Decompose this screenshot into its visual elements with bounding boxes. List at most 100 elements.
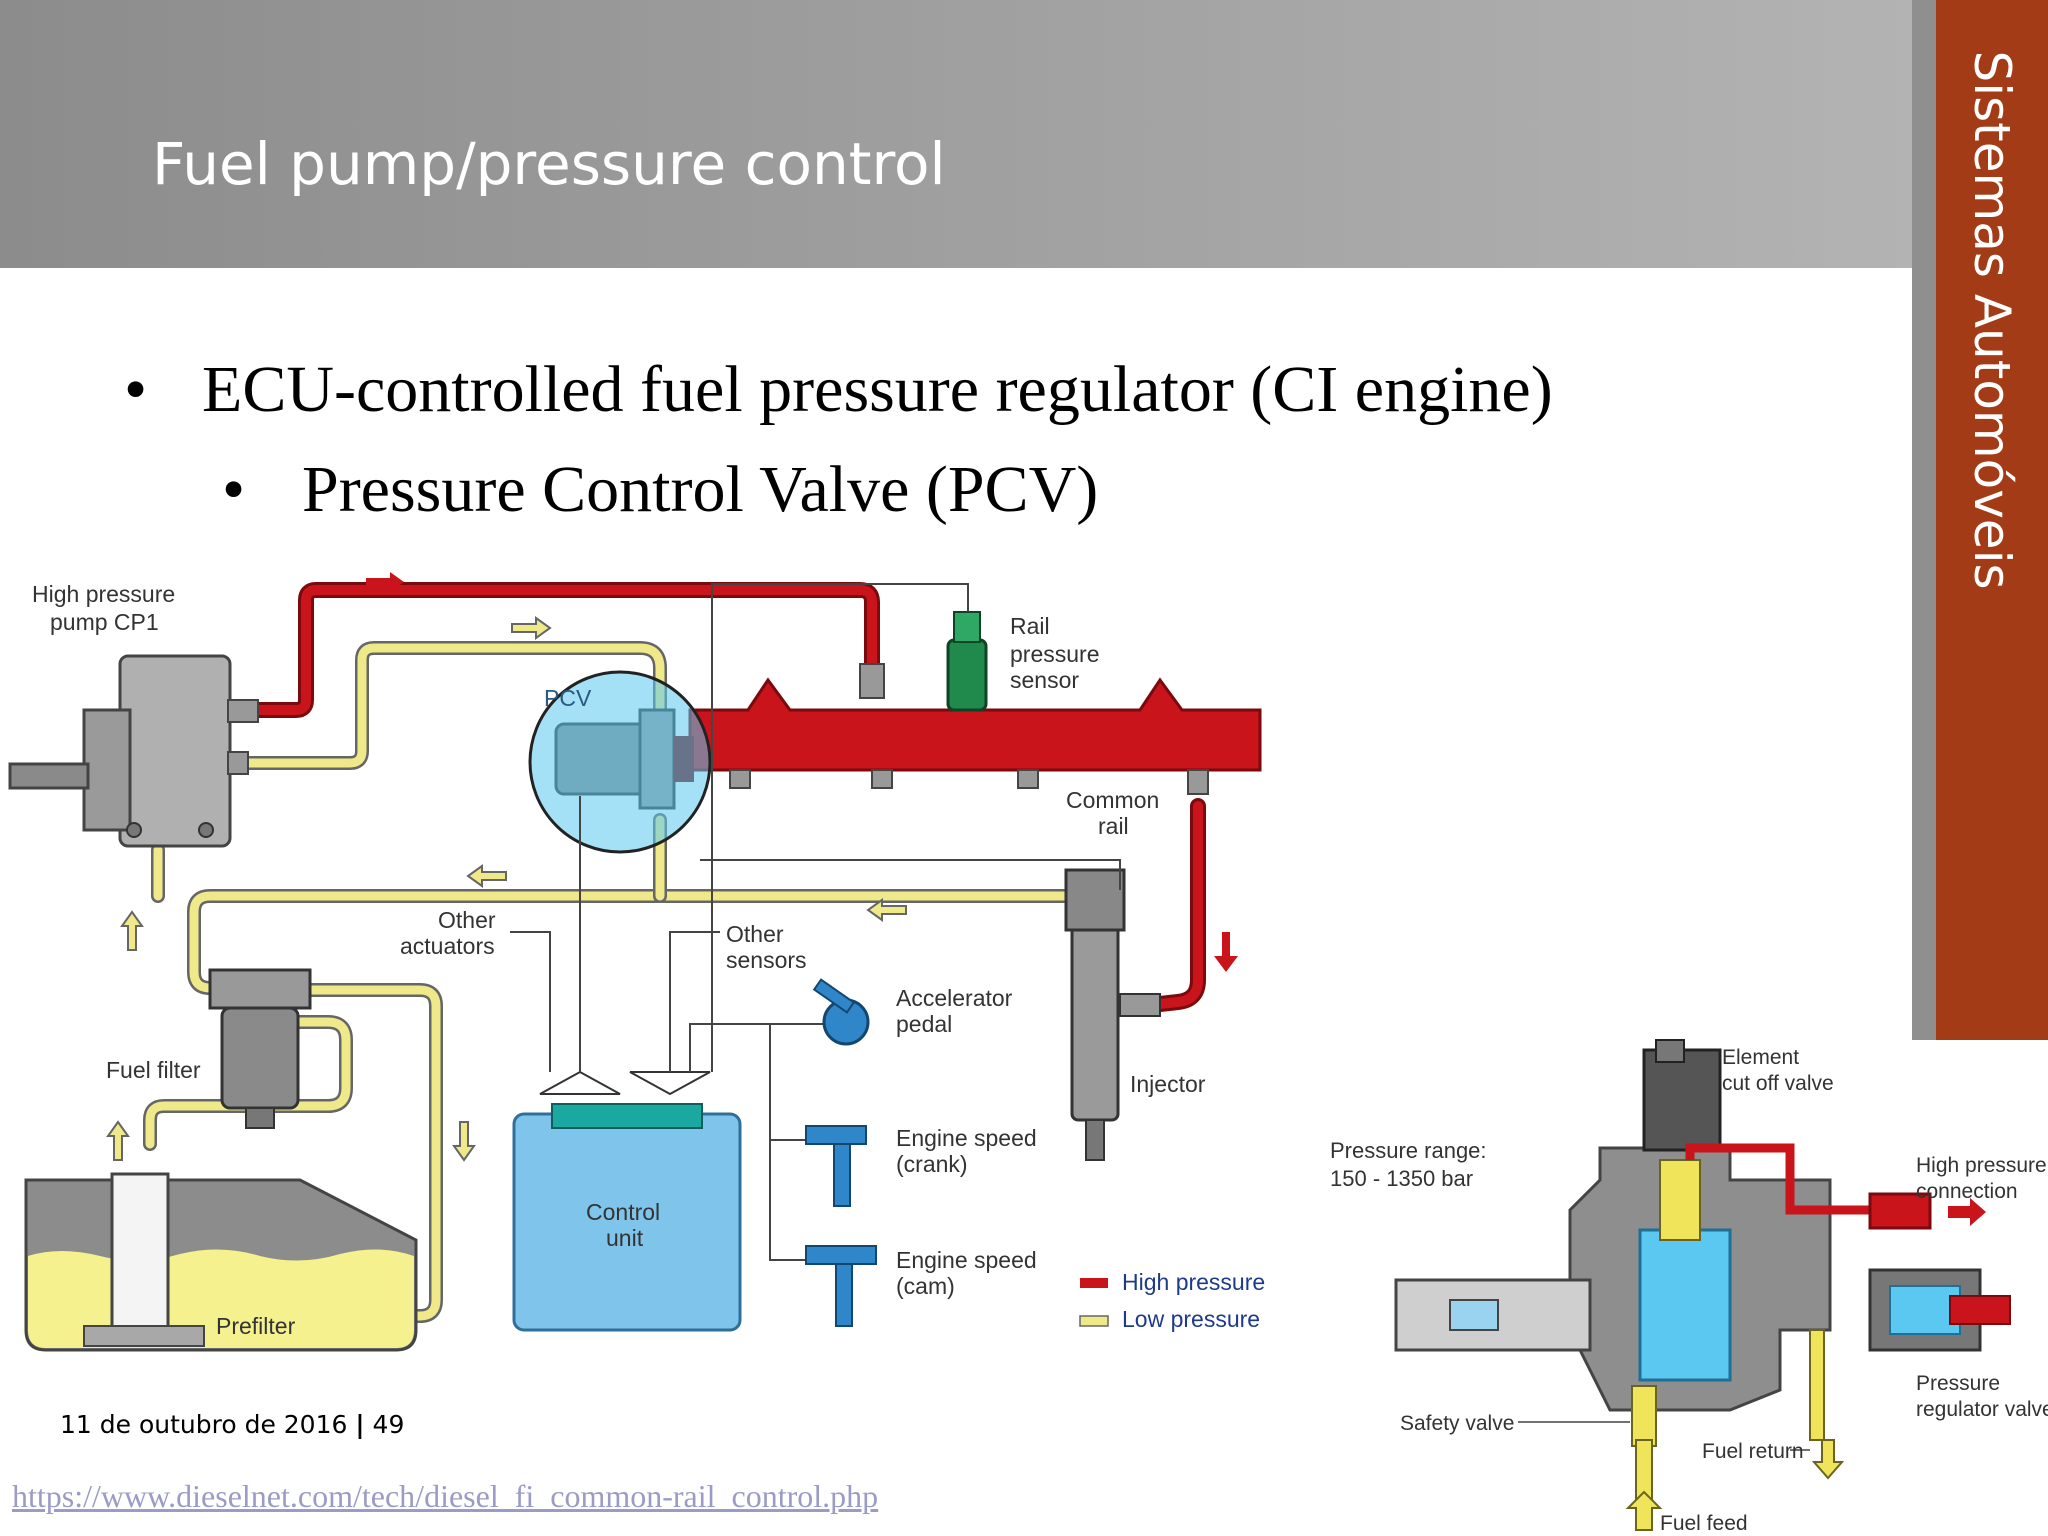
label-element-cutoff-1: Element — [1722, 1046, 1799, 1069]
pump-front-plate — [82, 708, 132, 832]
label-fuel-feed: Fuel feed — [1660, 1512, 1748, 1535]
rail-fitting-3 — [1017, 769, 1039, 789]
pump-bolt-2 — [198, 822, 214, 838]
rail-top-fitting — [859, 663, 885, 699]
label-pressure-range-1: Pressure range: — [1330, 1138, 1487, 1163]
accelerator-pedal-arm — [812, 978, 856, 1014]
pump-section-body — [1394, 1039, 2011, 1531]
rail-body — [688, 677, 1262, 772]
arrow-low-pressure-left-1 — [466, 864, 507, 888]
signal-wires — [510, 583, 1121, 1261]
label-hp-connection-1: High pressure — [1916, 1154, 2047, 1177]
side-bar — [1936, 0, 2048, 1040]
bullet-symbol: • — [124, 353, 148, 426]
pump-fitting-lp — [227, 751, 249, 775]
pump-element — [1638, 1228, 1732, 1382]
high-pressure-line-rail-injector — [1152, 798, 1206, 1012]
pump-fitting-hp — [227, 699, 259, 723]
legend-label-high: High pressure — [1122, 1269, 1265, 1295]
label-rail-sensor-2: pressure — [1010, 641, 1099, 667]
slide-title: Fuel pump/pressure control — [152, 130, 946, 198]
pump-section-diagram: Element cut off valve Pressure range: 15… — [1330, 1039, 2048, 1535]
page-number: 49 — [372, 1410, 405, 1439]
common-rail-diagram: High pressure pump CP1 PCV Rail pressure… — [8, 572, 1265, 1352]
legend-swatch-high — [1080, 1278, 1108, 1288]
pump-plunger — [1659, 1159, 1701, 1241]
label-common-rail-1: Common — [1066, 787, 1159, 813]
label-hp-connection-2: connection — [1916, 1180, 2018, 1203]
arrow-high-pressure-down — [1214, 932, 1238, 972]
label-other-sensors-1: Other — [726, 921, 784, 947]
label-control-unit-1: Control — [586, 1199, 660, 1225]
injector-body — [1070, 918, 1120, 1122]
injector-head — [1064, 868, 1126, 932]
label-accelerator-2: pedal — [896, 1011, 952, 1037]
low-pressure-line-main-fill — [189, 891, 1095, 993]
prefilter-element — [83, 1325, 205, 1347]
sensors — [805, 978, 877, 1327]
label-pump-1: High pressure — [32, 581, 175, 607]
label-pcv: PCV — [544, 685, 592, 711]
bullet-text-1: ECU-controlled fuel pressure regulator (… — [202, 353, 1553, 426]
label-element-cutoff-2: cut off valve — [1722, 1072, 1834, 1095]
bullet-symbol: • — [222, 453, 246, 526]
wire-rail-sensor — [711, 583, 969, 1072]
cutoff-valve-top — [1655, 1039, 1685, 1063]
injector-nozzle — [1085, 1119, 1105, 1161]
prefilter-pump — [110, 1172, 170, 1336]
side-title: Sistemas Automóveis — [1963, 50, 2021, 590]
label-prefilter: Prefilter — [216, 1313, 296, 1339]
label-engine-cam-1: Engine speed — [896, 1247, 1037, 1273]
label-pressure-range-2: 150 - 1350 bar — [1330, 1166, 1473, 1191]
low-pressure-line-tank-filter-fill — [145, 1017, 351, 1149]
wire-cam — [769, 1140, 810, 1261]
low-pressure-line-return-upper-fill — [223, 643, 665, 768]
label-other-actuators-2: actuators — [400, 933, 495, 959]
source-link[interactable]: https://www.dieselnet.com/tech/diesel_fi… — [12, 1478, 879, 1514]
arrow-low-pressure-up — [120, 910, 144, 951]
label-pressure-regulator-2: regulator valve — [1916, 1398, 2048, 1421]
control-unit — [512, 1070, 742, 1332]
label-control-unit-2: unit — [606, 1225, 644, 1251]
label-engine-crank-2: (crank) — [896, 1151, 968, 1177]
crank-sensor-head — [805, 1125, 867, 1145]
rail-pressure-sensor — [946, 611, 988, 712]
side-bar-shadow — [1912, 0, 1936, 1040]
high-pressure-pump — [8, 654, 259, 848]
label-common-rail-2: rail — [1098, 813, 1129, 839]
filter-head — [208, 968, 312, 1010]
low-pressure-lines — [143, 641, 1097, 1323]
slide-date: 11 de outubro de 2016 — [60, 1410, 348, 1439]
cutoff-valve-housing — [1642, 1048, 1722, 1152]
wire-bus — [700, 859, 1121, 890]
fuel-tank — [24, 1172, 418, 1352]
wire-crank — [769, 1024, 810, 1141]
filter-cap — [245, 1107, 275, 1129]
label-rail-sensor-1: Rail — [1010, 613, 1050, 639]
rail-fitting-4 — [1187, 769, 1209, 795]
pump-shaft — [8, 762, 90, 790]
hp-passage — [1685, 1143, 1870, 1215]
fuel-filter — [208, 968, 312, 1129]
cam-sensor-head — [805, 1245, 877, 1265]
title-bar — [0, 0, 1912, 268]
filter-body — [220, 1006, 300, 1110]
hp-connection-arrow — [1948, 1198, 1986, 1226]
injector-inlet — [1119, 993, 1161, 1017]
bullet-item-2: • Pressure Control Valve (PCV) — [222, 452, 1098, 528]
safety-valve — [1631, 1385, 1657, 1447]
injector — [1064, 868, 1161, 1161]
rail-fitting-1 — [729, 769, 751, 789]
low-pressure-line-main — [187, 889, 1097, 995]
bullet-text-2: Pressure Control Valve (PCV) — [302, 453, 1099, 526]
common-rail — [688, 663, 1262, 795]
label-fuel-filter: Fuel filter — [106, 1057, 201, 1083]
legend-swatch-low — [1079, 1315, 1109, 1327]
legend-label-low: Low pressure — [1122, 1306, 1260, 1332]
arrow-low-pressure-left-2 — [866, 898, 907, 922]
ecu-input-arrow-1 — [539, 1070, 621, 1095]
label-other-actuators-1: Other — [438, 907, 496, 933]
crank-sensor-body — [833, 1143, 851, 1207]
cam-sensor-body — [835, 1263, 853, 1327]
high-pressure-line-pump-rail-fill — [223, 585, 877, 715]
